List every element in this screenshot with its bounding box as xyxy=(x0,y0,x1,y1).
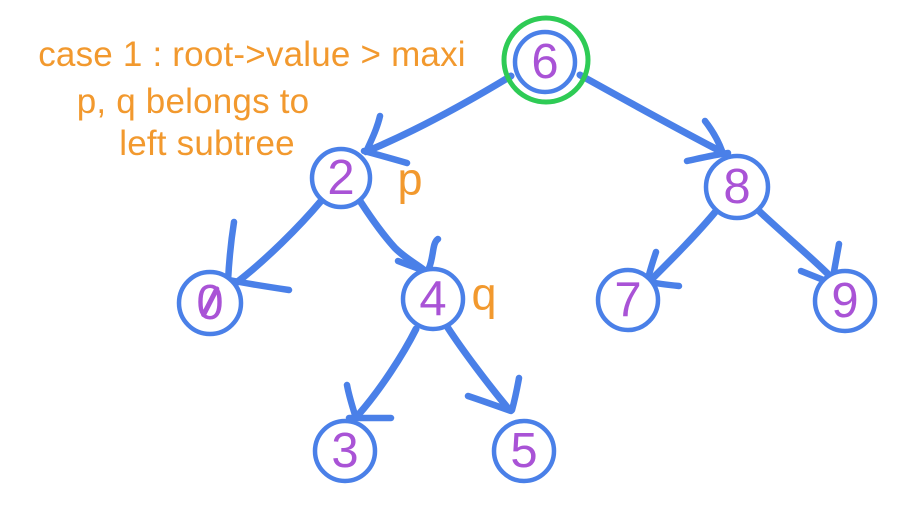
node-circle-9 xyxy=(812,268,878,334)
node-circle-8 xyxy=(703,153,771,221)
node-value-3: 3 xyxy=(313,419,377,483)
node-value-7: 7 xyxy=(596,268,660,332)
edge-4-5-arrowhead xyxy=(508,374,523,414)
edge-8-9-shaft xyxy=(754,206,835,281)
root-highlight-ring xyxy=(501,15,591,105)
edge-6-2 xyxy=(360,72,515,167)
edge-4-3-shaft xyxy=(355,325,420,418)
edge-2-4 xyxy=(356,197,442,276)
node-value-0: 0 xyxy=(178,271,242,335)
node-circle-5 xyxy=(491,418,557,484)
node-circle-6 xyxy=(512,29,578,95)
node-circle-4 xyxy=(400,266,466,332)
node-circle-3 xyxy=(312,418,378,484)
node-circle-2 xyxy=(309,146,373,210)
node-value-6: 6 xyxy=(513,30,577,94)
node-value-9: 9 xyxy=(813,269,877,333)
edge-2-4-arrowhead xyxy=(425,235,442,272)
edge-2-4-shaft xyxy=(356,197,428,274)
slashed-zero-stroke xyxy=(200,285,220,318)
node-value-2: 2 xyxy=(309,146,373,210)
edge-2-0-shaft xyxy=(232,197,325,287)
edge-8-7-shaft xyxy=(647,207,720,284)
node-value-5: 5 xyxy=(492,419,556,483)
node-value-4: 4 xyxy=(401,267,465,331)
node-value-text: 6 xyxy=(531,34,559,89)
edge-4-5 xyxy=(444,324,523,415)
node-value-text: 3 xyxy=(331,423,359,478)
node-value-text: 7 xyxy=(614,272,642,327)
edge-4-3-arrowhead xyxy=(343,381,359,419)
annotation-case-line: case 1 : root->value > maxi xyxy=(38,35,466,74)
edge-6-2-shaft xyxy=(366,72,515,154)
edge-6-8-arrowhead xyxy=(701,117,726,155)
edge-6-2-arrowhead2 xyxy=(360,147,411,167)
annotation-subtree-line: left subtree xyxy=(119,124,295,163)
edge-4-5-shaft xyxy=(444,324,511,411)
edge-4-5-arrowhead2 xyxy=(464,392,515,415)
node-value-text: 2 xyxy=(327,150,355,205)
node-value-text: 4 xyxy=(419,271,447,326)
pointer-label-p: p xyxy=(397,153,423,205)
pointer-label-q: q xyxy=(471,268,497,320)
annotation-belongs-line: p, q belongs to xyxy=(76,82,310,121)
node-circle-7 xyxy=(595,267,661,333)
edge-6-8 xyxy=(576,71,732,165)
node-value-text: 9 xyxy=(831,273,859,328)
node-value-text: 0 xyxy=(196,278,223,328)
edge-6-8-arrowhead2 xyxy=(683,149,732,165)
node-value-8: 8 xyxy=(705,155,769,219)
edge-6-8-shaft xyxy=(576,71,722,154)
node-value-text: 5 xyxy=(510,423,538,478)
node-value-text: 8 xyxy=(723,159,751,214)
edge-4-3 xyxy=(343,325,420,422)
